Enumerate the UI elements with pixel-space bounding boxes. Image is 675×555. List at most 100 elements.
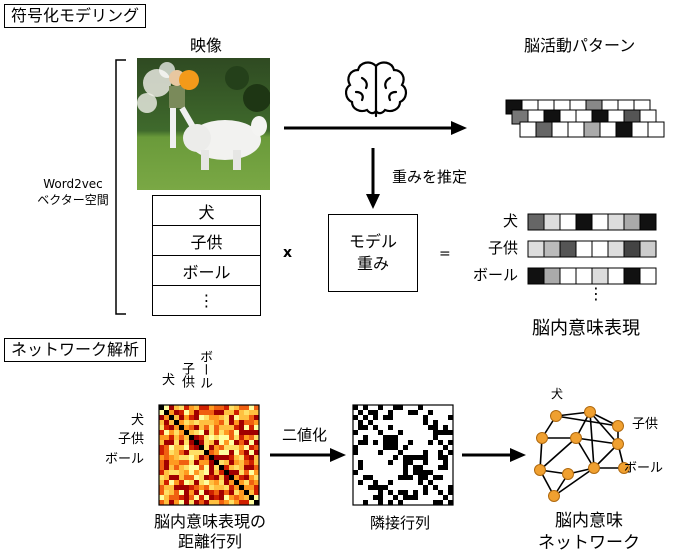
network-label-line2: ネットワーク [538,533,640,553]
adjacency-cell [368,410,373,415]
heatmap-cell [179,440,184,445]
adjacency-cell [433,435,438,440]
heatmap-cell [239,475,244,480]
heatmap-cell [174,500,179,505]
heatmap-cell [164,490,169,495]
heatmap-cell [174,430,179,435]
heatmap-cell [214,420,219,425]
heatmap-cell [204,445,209,450]
adjacency-cell [388,500,393,505]
heatmap-cell [219,460,224,465]
heatmap-cell [164,500,169,505]
heatmap-cell [209,445,214,450]
heatmap-cell [229,420,234,425]
heatmap-cell [254,470,259,475]
adjacency-cell [353,405,358,410]
adjacency-cell [373,415,378,420]
heatmap-cell [224,405,229,410]
adjacency-cell [413,465,418,470]
binarize-label: 二値化 [282,426,328,444]
adjacency-cell [438,490,443,495]
adjacency-cell [393,440,398,445]
adjacency-cell [413,490,418,495]
heatmap-cell [179,445,184,450]
heatmap-cell [199,490,204,495]
heatmap-cell [194,485,199,490]
adjacency-cell [393,495,398,500]
heatmap-cell [244,450,249,455]
adjacency-cell [358,460,363,465]
heatmap-cell [194,495,199,500]
heatmap-cell [239,500,244,505]
heatmap-cell [249,420,254,425]
heatmap-cell [179,465,184,470]
heatmap-cell [214,450,219,455]
heatmap-cell [254,435,259,440]
word-item: 犬 [153,196,260,226]
encoding-arrow [284,121,467,135]
adjacency-cell [443,425,448,430]
heatmap-cell [204,465,209,470]
heatmap-cell [234,470,239,475]
heatmap-cell [194,475,199,480]
heatmap-cell [194,435,199,440]
heatmap-cell [224,465,229,470]
adjacency-cell [418,475,423,480]
adjacency-cell [448,450,453,455]
heatmap-cell [244,460,249,465]
heatmap-cell [164,450,169,455]
heatmap-cell [159,415,164,420]
heatmap-cell [189,415,194,420]
heatmap-cell [179,425,184,430]
heatmap-cell [179,405,184,410]
heatmap-cell [234,465,239,470]
adjacency-cell [403,455,408,460]
adjacency-cell [408,475,413,480]
model-weights-box: モデル 重み [328,214,418,292]
network-node-label-dog: 犬 [551,387,564,401]
adjacency-cell [403,445,408,450]
adjacency-cell [378,500,383,505]
heatmap-cell [199,465,204,470]
adjacency-cell [378,485,383,490]
heatmap-cell [184,440,189,445]
adjacency-cell [398,500,403,505]
heatmap-cell [249,490,254,495]
adjacency-cell [358,465,363,470]
adjacency-cell [448,500,453,505]
adjacency-cell [373,495,378,500]
heatmap-cell [179,460,184,465]
heatmap-cell [179,430,184,435]
heatmap-cell [184,415,189,420]
heatmap-cell [204,440,209,445]
heatmap-cell [199,445,204,450]
adjacency-cell [438,455,443,460]
heatmap-cell [199,440,204,445]
adjacency-cell [393,405,398,410]
heatmap-cell [229,480,234,485]
heatmap-cell [224,475,229,480]
adjacency-cell [388,490,393,495]
heatmap-cell [254,475,259,480]
heatmap-cell [159,405,164,410]
col-label-ball: ボール [197,350,212,389]
adjacency-cell [358,480,363,485]
distance-matrix-label: 脳内意味表現の 距離行列 [140,512,280,552]
adjacency-cell [403,460,408,465]
heatmap-cell [184,465,189,470]
heatmap-cell [199,495,204,500]
adjacency-cell [363,475,368,480]
heatmap-cell [244,405,249,410]
heatmap-cell [209,420,214,425]
heatmap-cell [169,420,174,425]
heatmap-cell [164,445,169,450]
heatmap-cell [239,445,244,450]
heatmap-cell [234,480,239,485]
heatmap-cell [254,485,259,490]
adjacency-cell [358,440,363,445]
word-item: 子供 [153,226,260,256]
adjacency-cell [383,445,388,450]
adjacency-cell [383,435,388,440]
adjacency-cell [413,455,418,460]
heatmap-cell [189,450,194,455]
